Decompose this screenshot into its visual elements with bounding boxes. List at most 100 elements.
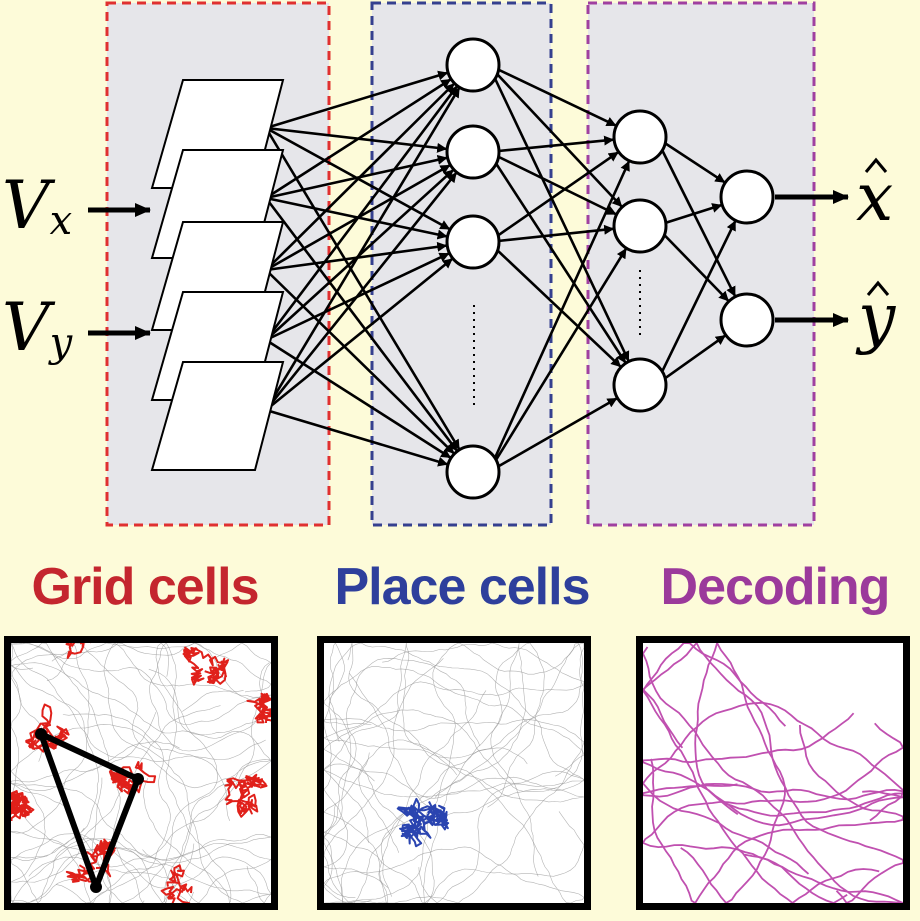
place-to-decoding-edge — [487, 160, 631, 473]
place-to-decoding-edge — [487, 151, 627, 364]
trajectory-path — [11, 712, 271, 903]
place-to-decoding-edge — [488, 224, 615, 244]
grid-to-place-edge — [265, 258, 453, 412]
output-node — [719, 169, 775, 225]
place-to-decoding-edge — [487, 397, 618, 474]
trajectory-path — [324, 658, 584, 903]
place-cells-label: Place cells — [334, 558, 591, 616]
grid-field — [160, 864, 193, 903]
svg-text:y: y — [855, 279, 896, 356]
trajectory-path — [324, 643, 440, 903]
grid-field — [11, 790, 35, 821]
trajectory-path — [324, 643, 545, 903]
decoding-box — [586, 1, 816, 527]
place-to-decoding-edge — [488, 150, 617, 216]
grid-cell-sheet — [150, 361, 285, 471]
decoding-to-output-edge — [654, 136, 737, 297]
place-to-decoding-edge — [487, 64, 630, 362]
decoding-node — [612, 357, 668, 413]
grid-cells-panel — [4, 636, 278, 910]
trajectory-path — [11, 643, 145, 903]
place-cells-panel — [317, 636, 591, 910]
place-cell-node — [445, 37, 501, 93]
grid-cell-sheets — [150, 79, 285, 471]
grid-to-place-edge — [265, 70, 449, 130]
place-to-decoding-edge — [487, 151, 619, 244]
decoding-label: Decoding — [660, 558, 891, 616]
trajectory-path — [28, 643, 271, 877]
trajectory-path — [324, 643, 584, 903]
place-to-decoding-edge — [488, 63, 617, 127]
network-diagram: Vx Vy x y — [2, 1, 896, 527]
output-y-hat: y — [855, 279, 896, 356]
grid-vertex — [132, 773, 144, 785]
grid-to-place-edge — [265, 154, 448, 200]
grid-field — [224, 773, 268, 818]
place-cell-node — [445, 444, 501, 500]
decoded-trajectory — [643, 712, 903, 827]
grid-to-place-edge — [264, 85, 458, 341]
grid-to-place-edge — [265, 78, 452, 200]
svg-text:x: x — [856, 159, 893, 236]
decoded-trajectory — [650, 724, 903, 903]
decoding-node — [612, 198, 668, 254]
connections — [264, 63, 737, 474]
output-node — [719, 292, 775, 348]
trajectory-path — [324, 643, 539, 903]
trajectory-path — [11, 843, 271, 903]
trajectory-path — [324, 643, 584, 765]
grid-to-place-edge — [264, 172, 458, 411]
grid-field — [108, 761, 157, 796]
decoding-plot — [643, 643, 903, 903]
output-x-hat: x — [856, 157, 893, 236]
trajectory-path — [328, 643, 584, 815]
decoding-panel — [636, 636, 910, 910]
grid-cells-plot — [11, 643, 271, 903]
trajectory-path — [324, 643, 584, 798]
trajectory-path — [11, 643, 271, 903]
decoding-to-output-edge — [654, 135, 726, 184]
place-to-decoding-edge — [487, 64, 623, 208]
decoded-trajectory — [643, 701, 903, 875]
decoding-to-output-edge — [654, 220, 737, 386]
trajectory-path — [324, 643, 487, 903]
grid-triangle — [38, 731, 141, 890]
place-field — [399, 801, 448, 848]
place-to-decoding-edge — [488, 135, 615, 154]
grid-vertex — [35, 728, 47, 740]
trajectory-path — [324, 718, 584, 903]
trajectory-path — [11, 643, 271, 762]
grid-field — [182, 646, 230, 686]
decoded-trajectory — [643, 646, 903, 903]
decoded-trajectory — [643, 782, 903, 817]
trajectory-path — [11, 643, 171, 903]
place-cells-plot — [324, 643, 584, 903]
grid-field — [246, 692, 271, 724]
place-cell-node — [445, 124, 501, 180]
place-to-decoding-edge — [487, 248, 627, 473]
grid-to-place-edge — [265, 408, 449, 467]
grid-to-place-edge — [265, 83, 455, 271]
trajectory-path — [11, 643, 271, 725]
decoding-to-output-edge — [654, 225, 730, 302]
trajectory-path — [11, 777, 271, 903]
grid-vertex — [90, 881, 102, 893]
decoding-to-output-edge — [654, 334, 726, 387]
trajectory-path — [324, 739, 584, 853]
nodes — [445, 37, 775, 500]
trajectory-path — [324, 666, 584, 903]
grid-to-place-edge — [265, 126, 448, 153]
input-vy: Vy — [2, 289, 74, 366]
place-to-decoding-edge — [487, 241, 622, 368]
decoded-trajectory — [643, 722, 903, 903]
grid-to-place-edge — [264, 87, 461, 411]
place-cell-node — [445, 214, 501, 270]
decoded-trajectory — [680, 643, 786, 903]
grid-cells-label: Grid cells — [31, 558, 260, 616]
decoded-trajectory — [643, 643, 903, 903]
decoding-node — [612, 109, 668, 165]
trajectory-path — [143, 643, 270, 903]
decoded-trajectory — [643, 643, 880, 903]
input-vx: Vx — [2, 167, 72, 244]
